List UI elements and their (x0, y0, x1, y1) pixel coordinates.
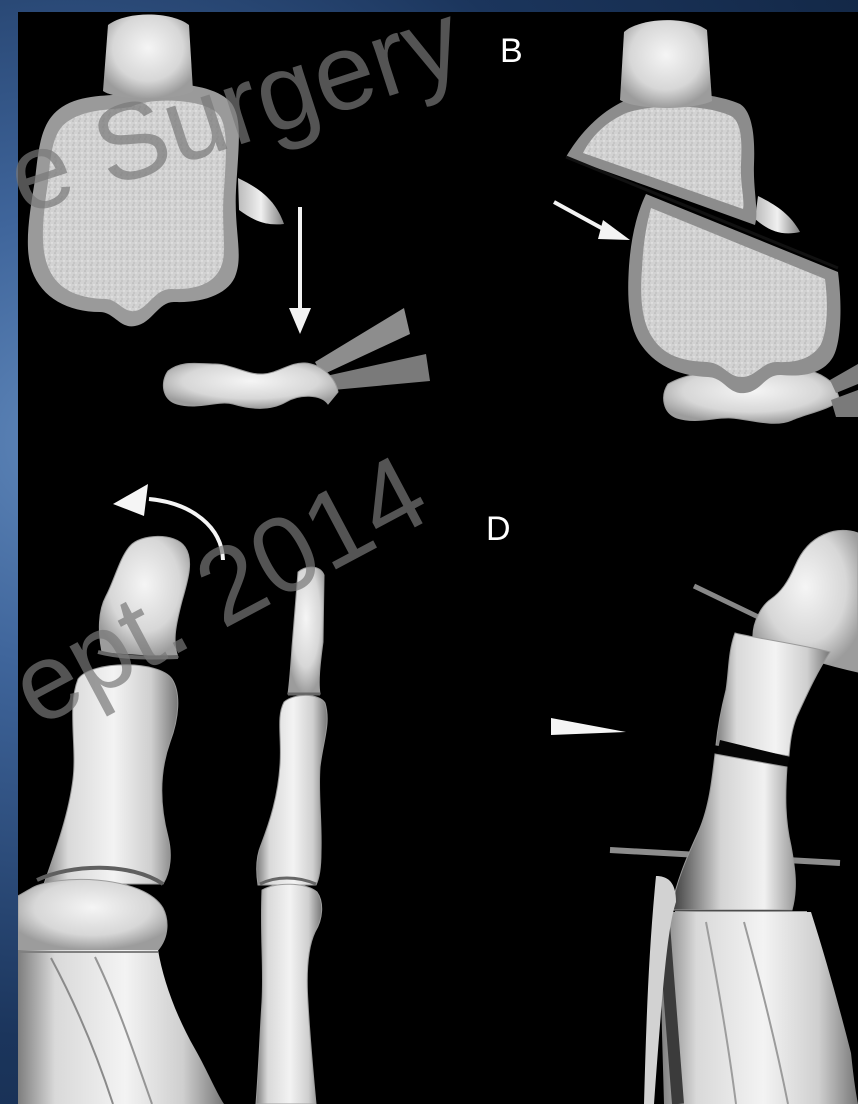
curved-rotation-arrow-head (113, 484, 148, 516)
proximal-bone-cap-a (103, 15, 193, 99)
panel-a-cross-section-group (28, 15, 284, 327)
bone-cut-surface-a (43, 101, 226, 312)
corrected-metatarsal-shaft (661, 912, 858, 1104)
panel-c-foot-group (18, 484, 224, 1104)
second-toe-middle (257, 695, 327, 885)
surgical-illustration-panel: B D (18, 12, 858, 1104)
second-toe-group (256, 567, 327, 1104)
diagonal-arrow-head (598, 220, 630, 240)
great-toe-proximal-phalanx (44, 665, 178, 884)
blade-b1 (830, 364, 858, 393)
proximal-bone-cap-b (620, 20, 712, 108)
tendon-a (238, 178, 284, 224)
metatarsal-head-c (18, 879, 167, 950)
second-toe-proximal (256, 884, 322, 1104)
panel-d-toe-correction-group (551, 531, 858, 1104)
panel-label-d: D (486, 512, 511, 546)
great-toe-distal-phalanx (99, 536, 189, 657)
anatomy-illustration (18, 12, 858, 1104)
metatarsal-shaft-c (18, 950, 224, 1104)
panel-b-cross-section-group (554, 20, 858, 423)
panel-label-b: B (500, 34, 523, 68)
small-phalanx-a (163, 363, 338, 408)
tendon-b (755, 196, 800, 233)
corrected-lower-phalanx (671, 754, 795, 910)
white-wedge-pointer (551, 718, 626, 735)
vertical-arrow-head (289, 308, 311, 334)
second-toe-distal (288, 567, 324, 694)
corrected-proximal-phalanx (716, 633, 830, 756)
